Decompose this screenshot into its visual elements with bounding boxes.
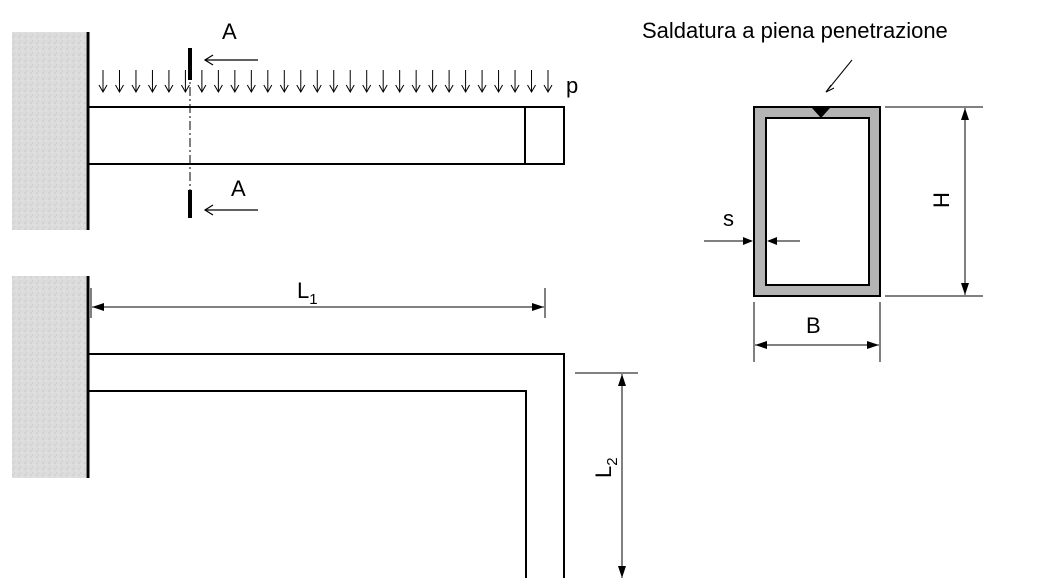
load-arrow bbox=[131, 70, 141, 94]
load-arrow bbox=[411, 70, 421, 94]
dimension-b bbox=[753, 302, 881, 362]
load-arrow bbox=[527, 70, 536, 94]
load-arrow bbox=[362, 70, 372, 94]
section-arrow-top bbox=[203, 54, 258, 66]
loaded-cantilever-view: p A A bbox=[12, 19, 578, 230]
load-arrow bbox=[461, 70, 471, 94]
load-arrow bbox=[494, 70, 503, 94]
load-arrow bbox=[345, 70, 355, 94]
load-arrow bbox=[164, 70, 174, 94]
load-arrow bbox=[246, 70, 256, 94]
load-arrow bbox=[263, 70, 273, 94]
cross-section-view: Saldatura a piena penetrazione H B bbox=[642, 18, 983, 362]
load-arrow bbox=[543, 70, 553, 94]
load-arrow bbox=[428, 70, 438, 94]
fixed-wall-top bbox=[12, 32, 86, 230]
load-arrow bbox=[378, 70, 388, 94]
dimension-l1 bbox=[90, 288, 546, 318]
dimension-h bbox=[885, 106, 983, 297]
load-arrow bbox=[477, 70, 487, 94]
load-arrow bbox=[444, 70, 454, 94]
load-arrow bbox=[180, 70, 190, 94]
section-label-top: A bbox=[222, 19, 237, 44]
load-arrow bbox=[197, 70, 207, 94]
dimension-l2-label: L2 bbox=[591, 457, 621, 478]
load-arrow bbox=[329, 70, 339, 94]
section-label-bottom: A bbox=[231, 176, 246, 201]
tube-inner-cavity bbox=[765, 117, 870, 286]
section-arrow-bottom bbox=[203, 204, 258, 216]
fixed-wall-bottom bbox=[12, 276, 86, 478]
load-arrow bbox=[395, 70, 405, 94]
load-arrow bbox=[510, 70, 520, 94]
load-label: p bbox=[566, 73, 578, 98]
l-frame-outline bbox=[87, 353, 565, 578]
distributed-load-arrows bbox=[98, 70, 553, 94]
load-arrow bbox=[279, 70, 289, 94]
width-label: B bbox=[806, 313, 821, 338]
beam-top bbox=[87, 106, 565, 165]
weld-note: Saldatura a piena penetrazione bbox=[642, 18, 948, 43]
load-arrow bbox=[115, 70, 124, 94]
weld-symbol bbox=[812, 108, 830, 118]
load-arrow bbox=[230, 70, 240, 94]
load-arrow bbox=[296, 70, 306, 94]
load-arrow bbox=[213, 70, 223, 94]
thickness-label: s bbox=[723, 206, 734, 231]
height-label: H bbox=[929, 192, 954, 208]
dimension-l1-label: L1 bbox=[297, 278, 318, 308]
dimension-l2 bbox=[575, 372, 638, 578]
load-arrow bbox=[98, 70, 108, 94]
weld-leader bbox=[825, 59, 853, 93]
load-arrow bbox=[312, 70, 322, 94]
l-frame-view: L1 L2 bbox=[12, 276, 638, 578]
dimension-s bbox=[704, 237, 800, 245]
load-arrow bbox=[148, 70, 157, 94]
